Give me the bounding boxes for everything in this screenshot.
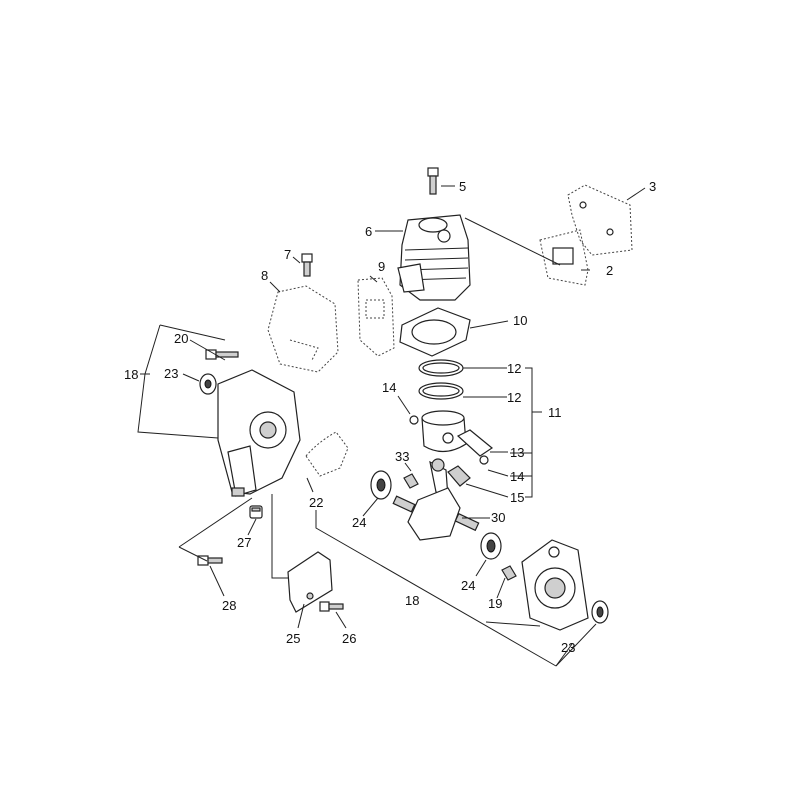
callout-12-lower: 12: [507, 390, 521, 405]
callout-24-left: 24: [352, 515, 366, 530]
part-base-gasket: [399, 307, 471, 357]
part-circlip-right: [479, 455, 489, 465]
callout-28: 28: [222, 598, 236, 613]
part-crankshaft: [392, 458, 480, 541]
callout-14-right: 14: [510, 469, 524, 484]
callout-30: 30: [491, 510, 505, 525]
part-cylinder: [397, 214, 471, 301]
part-needle-bearing: [447, 465, 471, 487]
callout-11: 11: [548, 405, 562, 420]
callout-12-upper: 12: [507, 361, 521, 376]
part-bolt-5: [427, 167, 439, 195]
callout-13: 13: [510, 445, 524, 460]
callout-24-right: 24: [461, 578, 475, 593]
callout-33: 33: [395, 449, 409, 464]
callout-labels: 5 6 3 2 7 8 9 10 12 12 11 14 13 14 15 33…: [124, 179, 656, 655]
callout-20: 20: [174, 331, 188, 346]
callout-23-lower: 23: [561, 640, 575, 655]
callout-18-upper: 18: [124, 367, 138, 382]
callout-14-left: 14: [382, 380, 396, 395]
callout-8: 8: [261, 268, 268, 283]
part-oil-seal-left: [199, 373, 217, 395]
part-bearing-left: [370, 470, 392, 500]
part-heat-shield: [567, 184, 633, 256]
callout-27: 27: [237, 535, 251, 550]
leader-lines: [137, 185, 646, 667]
callout-18-lower: 18: [405, 593, 419, 608]
part-bolt-26: [319, 601, 344, 612]
callout-2: 2: [606, 263, 613, 278]
part-oil-seal-right: [591, 600, 609, 624]
part-key: [403, 473, 419, 489]
callout-19: 19: [488, 596, 502, 611]
callout-10: 10: [513, 313, 527, 328]
callout-9: 9: [378, 259, 385, 274]
part-piston-rings: [418, 359, 464, 400]
callout-22: 22: [309, 495, 323, 510]
callout-23-upper: 23: [164, 366, 178, 381]
part-crankcase-left: [217, 369, 301, 497]
part-bolt-7: [301, 253, 313, 277]
part-cover-plate: [287, 551, 333, 613]
callout-26: 26: [342, 631, 356, 646]
part-crankcase-right: [521, 539, 589, 631]
part-shroud: [267, 285, 339, 373]
part-dowel-pin: [501, 565, 517, 581]
part-intake-gasket: [357, 277, 395, 357]
part-crankcase-gasket: [305, 431, 349, 477]
callout-6: 6: [365, 224, 372, 239]
part-circlip-left: [409, 415, 419, 425]
callout-15: 15: [510, 490, 524, 505]
callout-7: 7: [284, 247, 291, 262]
part-bearing-right: [480, 532, 502, 560]
callout-3: 3: [649, 179, 656, 194]
part-muffler-gasket: [539, 229, 589, 286]
callout-5: 5: [459, 179, 466, 194]
part-piston: [421, 410, 467, 453]
callout-25: 25: [286, 631, 300, 646]
part-bolt-28: [197, 555, 223, 566]
part-plug: [249, 505, 263, 519]
part-piston-pin: [456, 429, 494, 457]
